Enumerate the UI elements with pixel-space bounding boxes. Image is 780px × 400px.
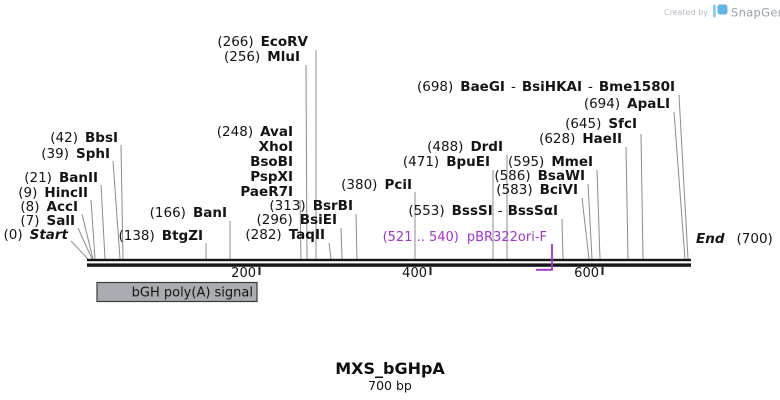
- leader-sali: [77, 227, 93, 260]
- site-sfci: (645)SfcI: [565, 116, 637, 132]
- site-haeii: (628)HaeII: [539, 131, 622, 147]
- leader-banii: [100, 184, 106, 260]
- site-mlui: (256)MluI: [224, 49, 300, 65]
- map-length: 700 bp: [368, 378, 412, 393]
- site-bsrbi: (313)BsrBI: [269, 198, 353, 214]
- site-hincii: (9)HincII: [18, 185, 88, 201]
- primer-label: (521 .. 540)pBR322ori-F: [383, 230, 547, 245]
- site-btgzi: (138)BtgZI: [118, 228, 203, 244]
- leader-apali: [673, 111, 686, 260]
- leader-start: [70, 240, 89, 260]
- site-apali: (694)ApaLI: [584, 96, 670, 112]
- tick-200: [258, 267, 261, 275]
- primer-bracket: [536, 244, 553, 271]
- tick-600: [601, 267, 604, 275]
- site-baegi: (698)BaeGI-BsiHKAI-Bme1580I: [417, 79, 675, 95]
- map-title: MXS_bGHpA: [335, 359, 445, 378]
- leader-bsssi: [561, 218, 564, 260]
- start-label: (0)Start: [3, 227, 68, 243]
- site-banii: (21)BanII: [24, 170, 98, 186]
- leader-avai: [299, 199, 302, 260]
- site-pspxi: PspXI: [250, 169, 293, 185]
- leader-haeii: [625, 146, 629, 260]
- leader-lines: [70, 50, 689, 260]
- leader-acci: [81, 213, 94, 260]
- site-sphi: (39)SphI: [41, 146, 110, 162]
- leader-mlui: [305, 64, 308, 260]
- site-acci: (8)AccI: [20, 199, 78, 215]
- leader-sfci: [640, 133, 644, 260]
- site-bbsi: (42)BbsI: [50, 130, 118, 146]
- site-bsawi: (586)BsaWI: [494, 168, 585, 184]
- sequence-line-top: [87, 258, 691, 262]
- leader-taqii: [328, 242, 332, 260]
- leader-bsrbi: [355, 213, 358, 260]
- snapgene-brand-text: SnapGene: [731, 6, 780, 20]
- site-bsssi: (553)BssSI-BssSαI: [408, 203, 558, 219]
- site-taqii: (282)TaqII: [245, 227, 325, 243]
- site-bani: (166)BanI: [150, 205, 227, 221]
- leader-bsawi: [587, 183, 593, 260]
- site-bsobi: BsoBI: [250, 154, 293, 170]
- site-avai-stack: (248)AvaI XhoI BsoBI PspXI PaeR7I: [217, 124, 293, 200]
- feature-box-bgh-polya: [96, 281, 258, 303]
- created-by-text: Created by: [664, 8, 708, 17]
- site-bpuei: (471)BpuEI: [403, 154, 490, 170]
- tick-label-200: 200: [231, 266, 256, 281]
- feature-label: bGH poly(A) signal: [132, 286, 253, 301]
- snapgene-watermark: Created by SnapGene: [664, 4, 780, 20]
- site-sali: (7)SalI: [20, 213, 75, 229]
- site-mmei: (595)MmeI: [508, 154, 593, 170]
- leader-bbsi: [120, 144, 124, 260]
- leader-sphi: [112, 160, 121, 260]
- leader-bsiei: [340, 227, 343, 260]
- leader-baegi: [678, 94, 689, 260]
- site-pcii: (380)PciI: [341, 177, 412, 193]
- leader-bcivi: [581, 197, 590, 260]
- snapgene-logo-icon: [713, 4, 728, 18]
- site-drdi: (488)DrdI: [427, 139, 503, 155]
- site-paer7i: PaeR7I: [240, 184, 293, 200]
- site-bcivi: (583)BciVI: [496, 182, 578, 198]
- site-ecorv: (266)EcoRV: [217, 34, 308, 50]
- tick-400: [429, 267, 432, 275]
- sequence-line-bottom: [87, 263, 691, 267]
- end-label: End(700): [696, 231, 773, 247]
- leader-mmei: [596, 169, 601, 260]
- tick-label-400: 400: [402, 266, 427, 281]
- site-avai: (248)AvaI: [217, 124, 293, 140]
- site-xhoi: XhoI: [259, 139, 293, 155]
- tick-label-600: 600: [574, 266, 599, 281]
- site-bsiei: (296)BsiEI: [256, 212, 337, 228]
- leader-hincii: [90, 199, 96, 260]
